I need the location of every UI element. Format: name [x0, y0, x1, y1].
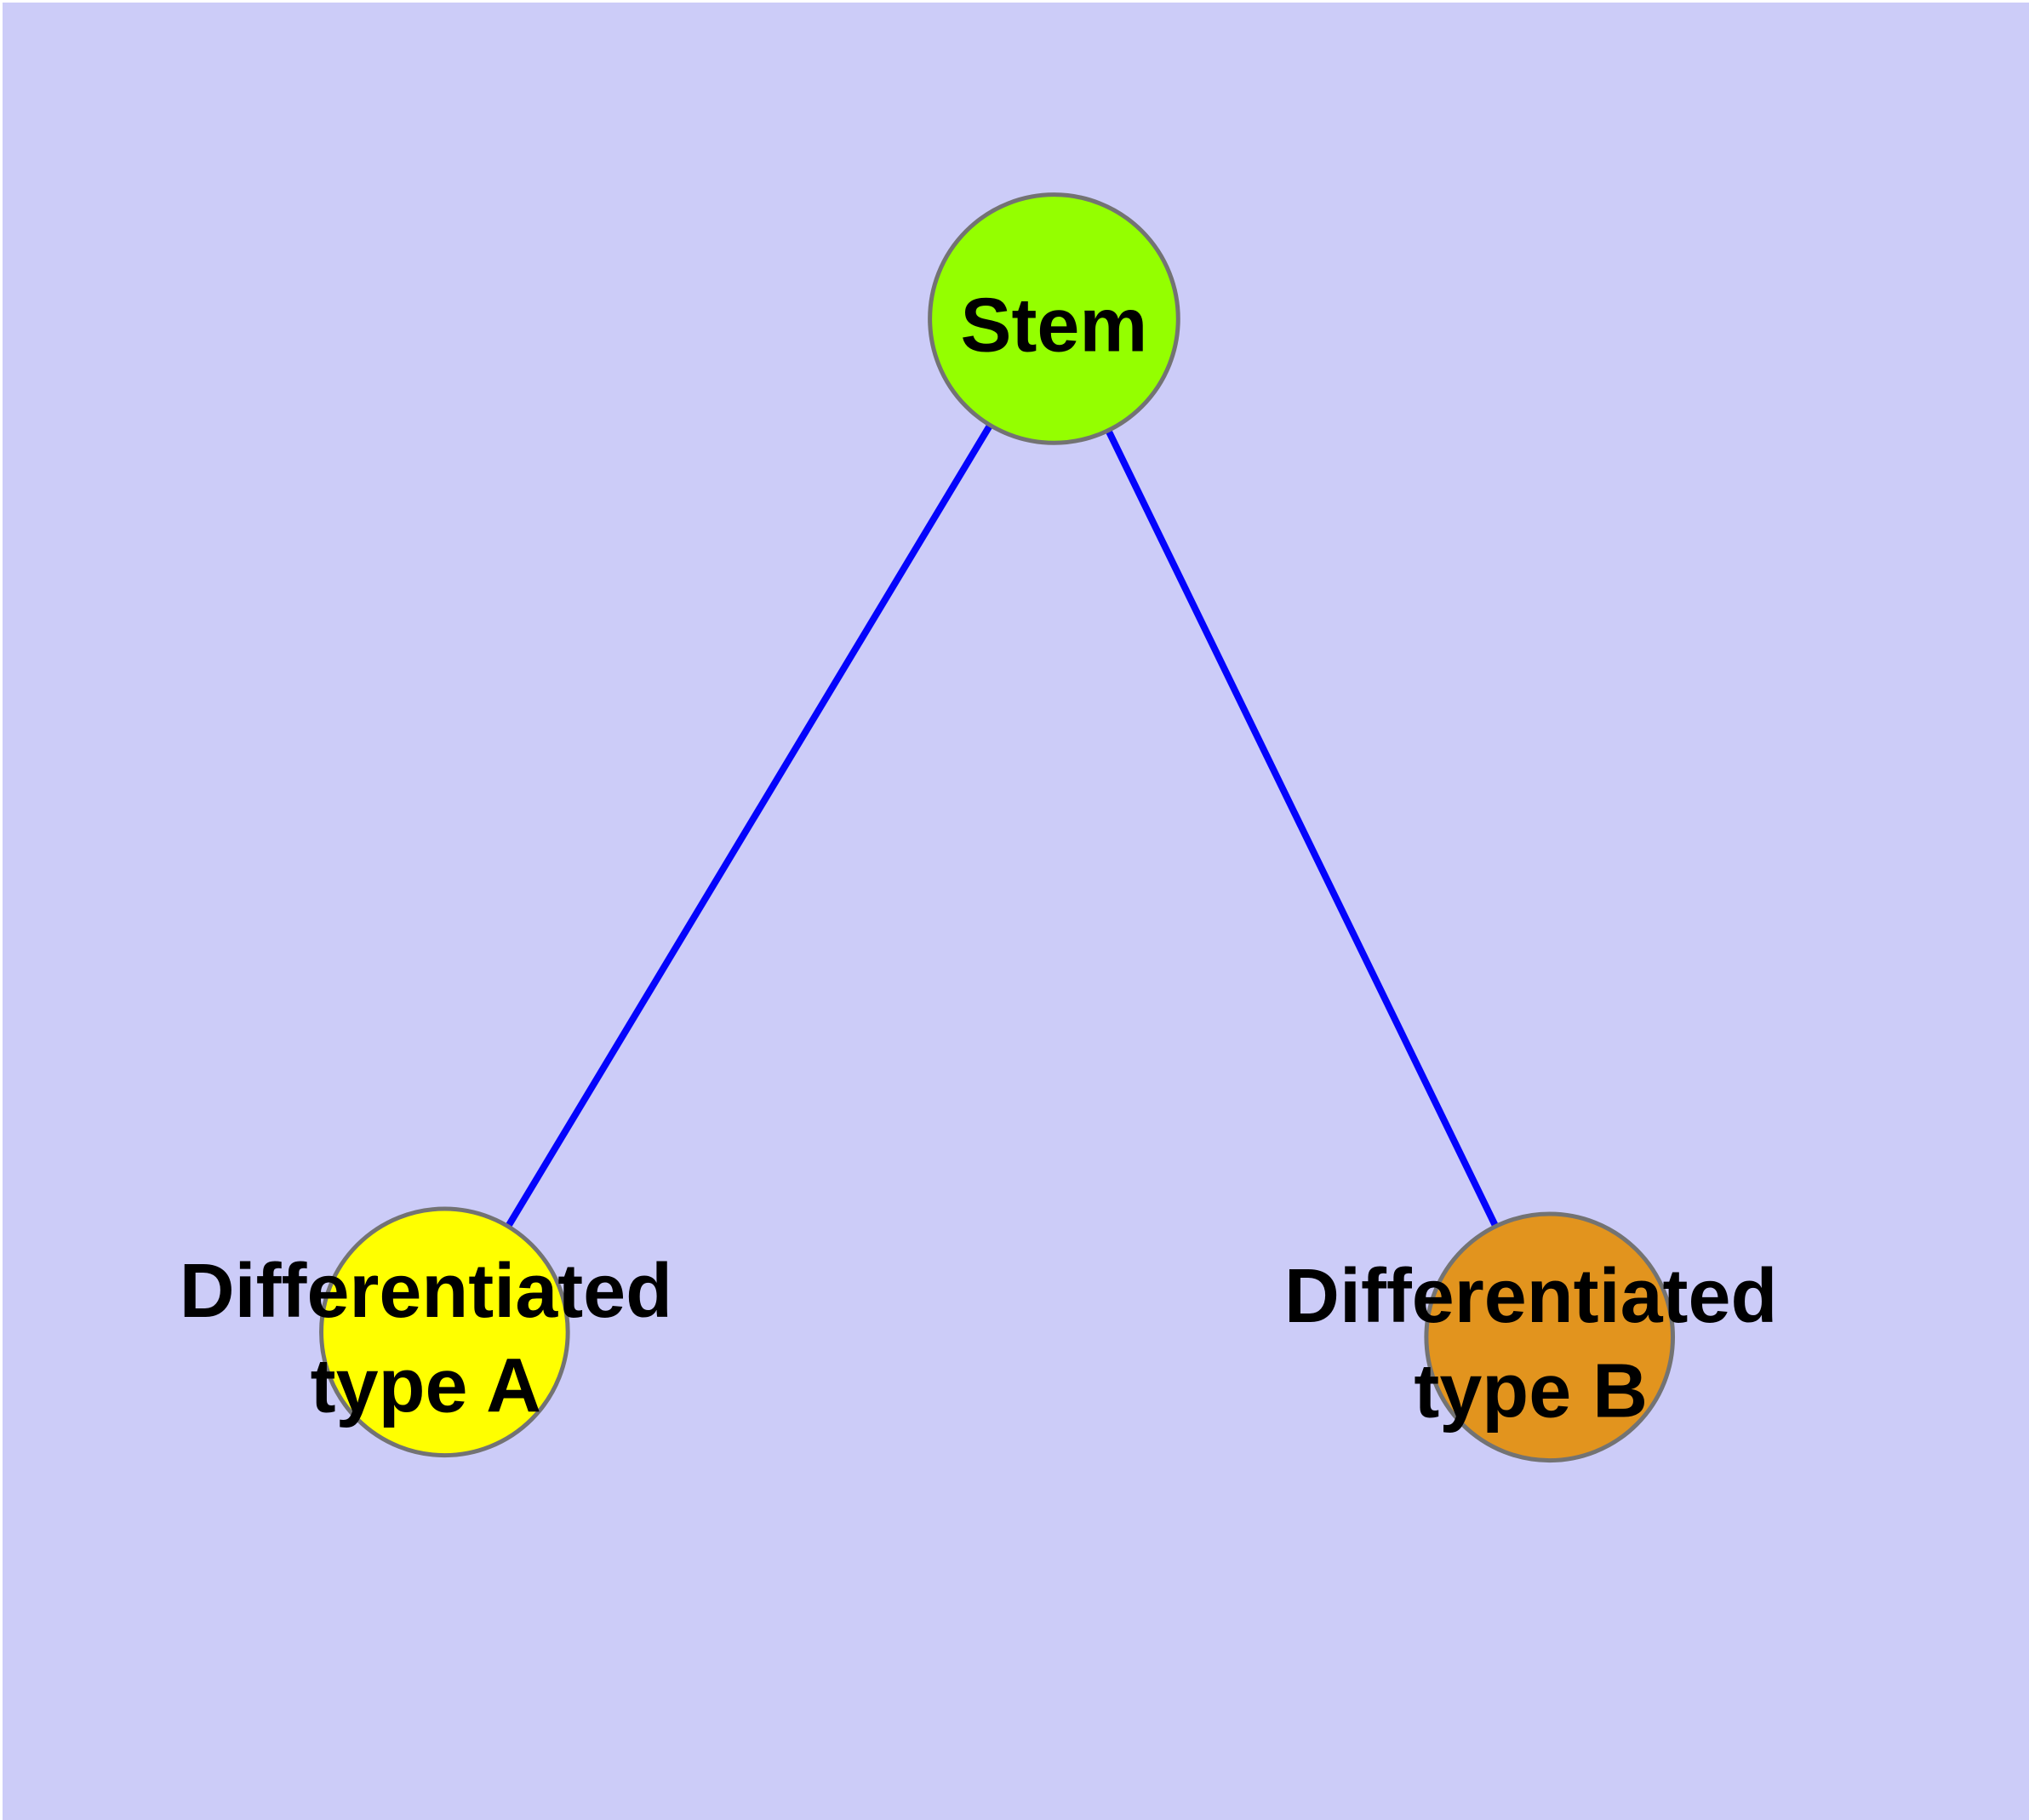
- node-type-b-label-line1: Differentiated: [1284, 1254, 1777, 1339]
- node-stem-circle: [928, 192, 1180, 445]
- node-type-a-circle: [319, 1206, 570, 1458]
- node-stem-label: Stem: [961, 283, 1148, 368]
- node-type-a-label-line2: type A: [311, 1344, 541, 1429]
- node-type-a-label-line1: Differentiated: [180, 1249, 672, 1334]
- node-type-b-circle: [1424, 1211, 1676, 1463]
- node-type-b-label-line2: type B: [1414, 1349, 1648, 1434]
- edge-stem-to-type-a: [441, 317, 1057, 1334]
- edge-stem-to-type-b: [1050, 317, 1553, 1339]
- cell-differentiation-graph: Stem Differentiated type A Differentiate…: [3, 3, 2029, 1820]
- diagram-canvas: Stem Differentiated type A Differentiate…: [3, 3, 2029, 1820]
